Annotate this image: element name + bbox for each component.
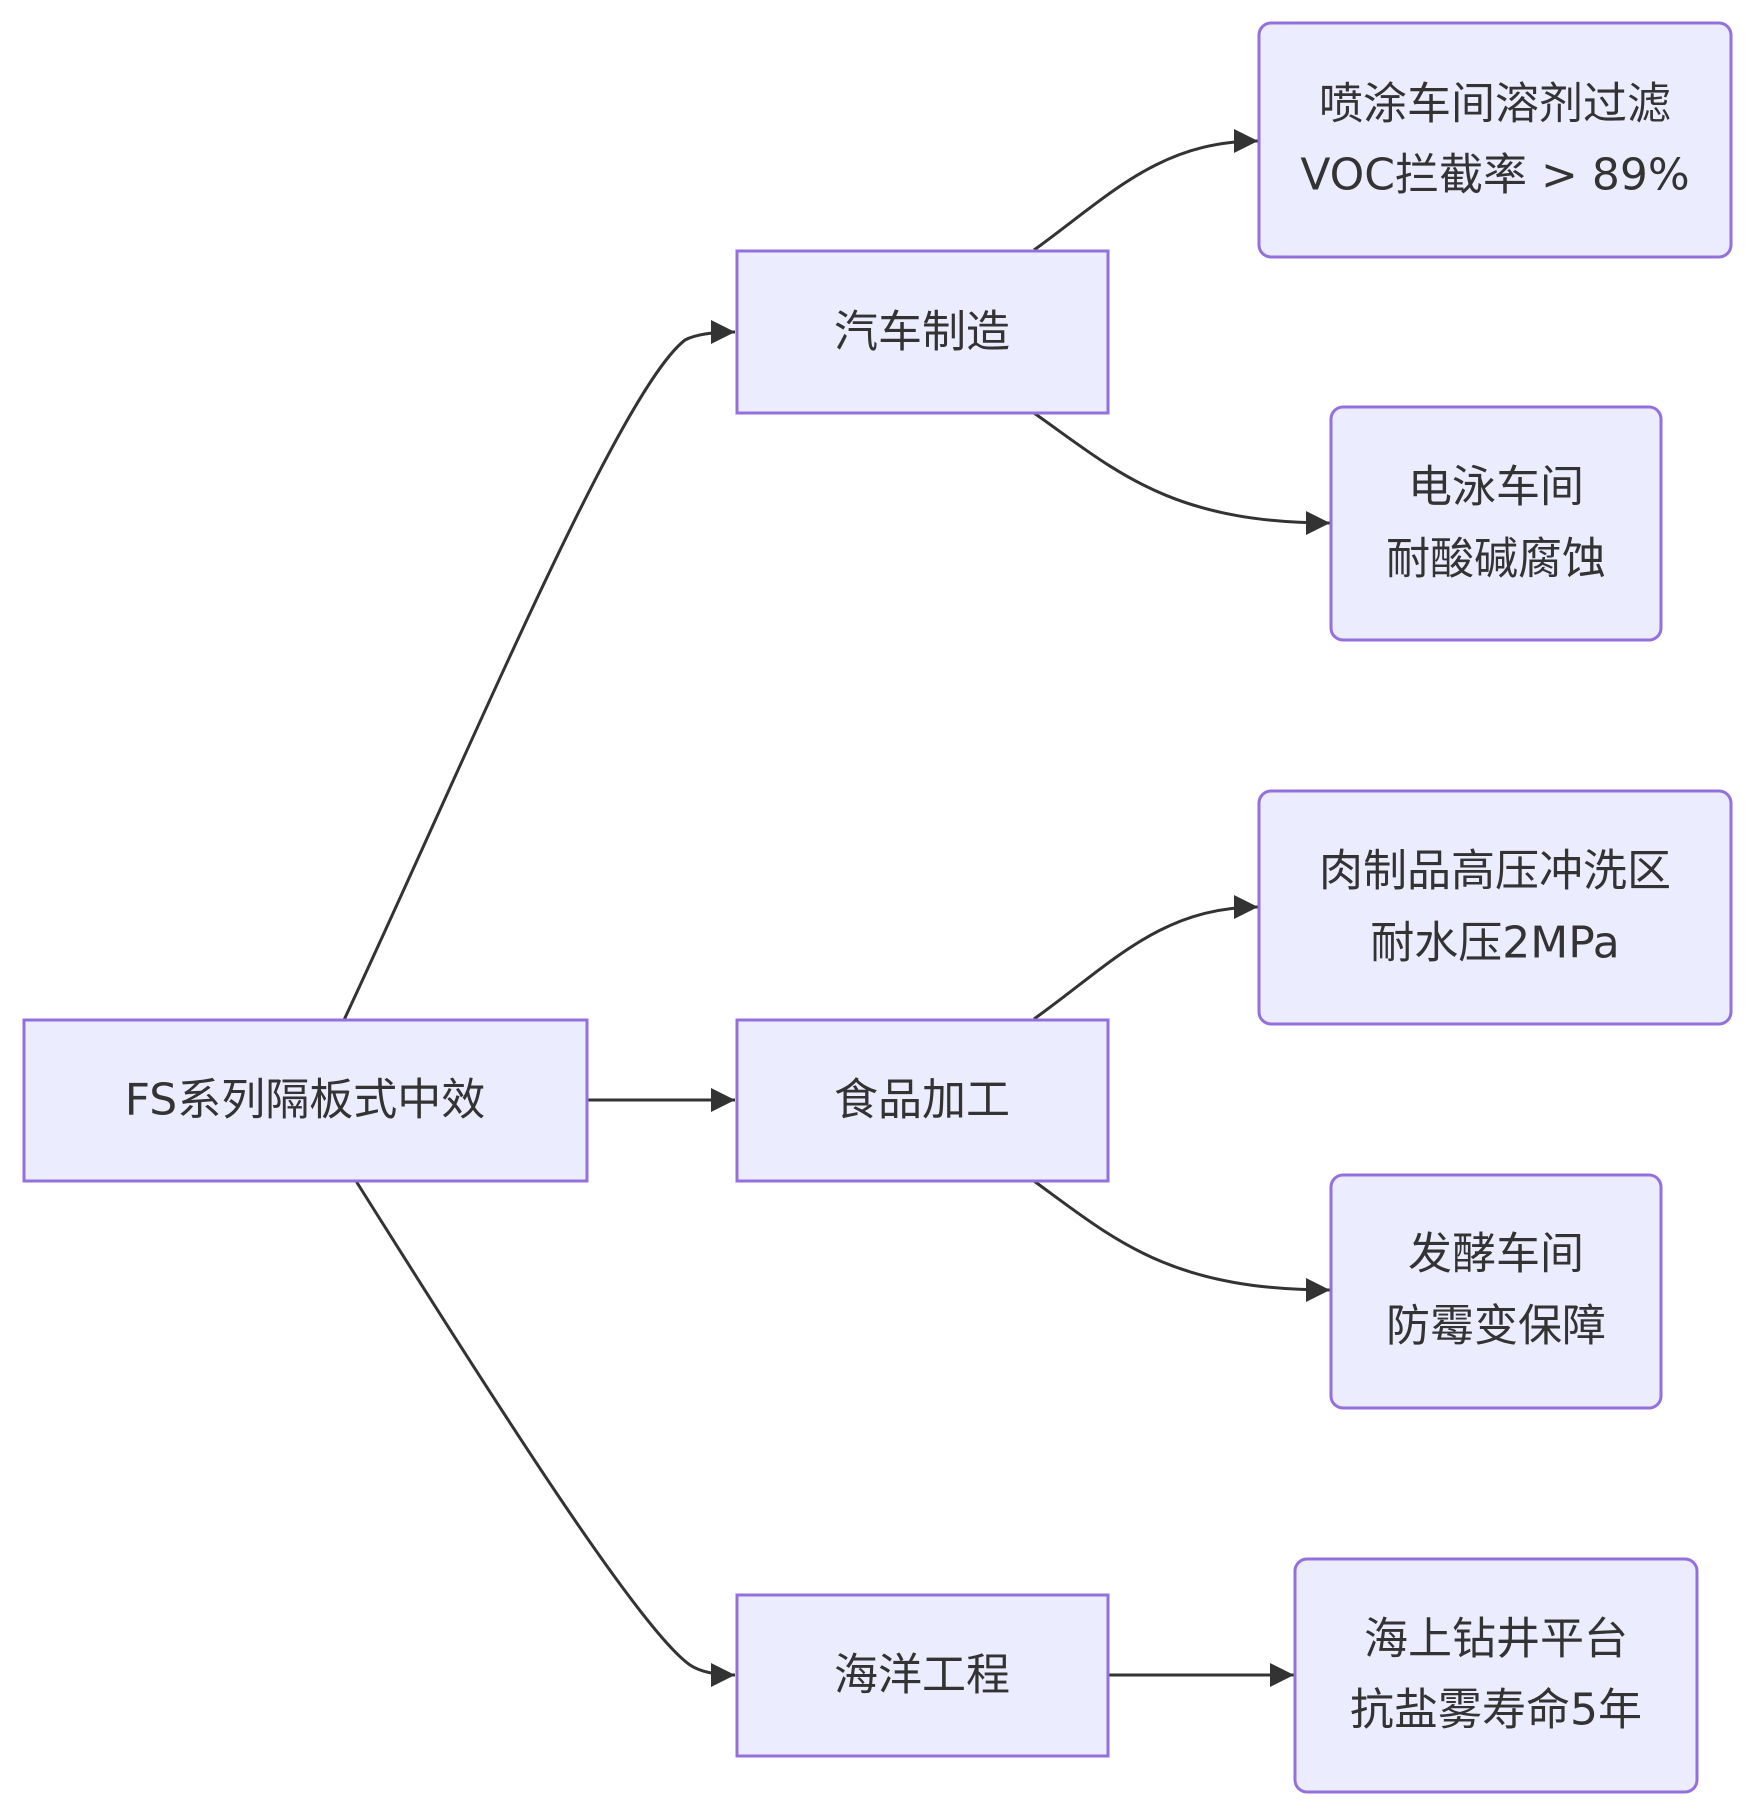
node-ferment[interactable]: 发酵车间 防霉变保障 xyxy=(1329,1173,1663,1410)
node-auto-label: 汽车制造 xyxy=(834,307,1010,358)
edge-root-to-marine xyxy=(354,1180,736,1687)
edges xyxy=(342,129,1331,1687)
node-meat-line-2: 耐水压2MPa xyxy=(1370,918,1619,969)
node-marine[interactable]: 海洋工程 xyxy=(735,1593,1110,1758)
edge-food-to-meat xyxy=(1033,895,1259,1021)
node-root-label: FS系列隔板式中效 xyxy=(125,1075,485,1126)
node-ferment-line-1: 发酵车间 xyxy=(1408,1229,1584,1280)
node-offshore[interactable]: 海上钻井平台 抗盐雾寿命5年 xyxy=(1293,1557,1699,1794)
node-electro-line-2: 耐酸碱腐蚀 xyxy=(1386,534,1606,585)
node-meat[interactable]: 肉制品高压冲洗区 耐水压2MPa xyxy=(1257,789,1733,1026)
node-root[interactable]: FS系列隔板式中效 xyxy=(22,1018,589,1183)
node-spray-line-1: 喷涂车间溶剂过滤 xyxy=(1319,79,1671,130)
node-meat-line-1: 肉制品高压冲洗区 xyxy=(1319,846,1671,897)
node-offshore-line-1: 海上钻井平台 xyxy=(1364,1614,1628,1665)
node-electro-line-1: 电泳车间 xyxy=(1408,462,1584,513)
node-food-label: 食品加工 xyxy=(834,1075,1010,1126)
edge-auto-to-spray xyxy=(1033,129,1259,252)
node-electro[interactable]: 电泳车间 耐酸碱腐蚀 xyxy=(1329,405,1663,642)
node-spray-line-2: VOC拦截率 > 89% xyxy=(1300,150,1689,201)
edge-root-to-auto xyxy=(342,320,736,1021)
node-food[interactable]: 食品加工 xyxy=(735,1018,1110,1183)
edge-auto-to-electro xyxy=(1033,411,1331,535)
node-ferment-line-2: 防霉变保障 xyxy=(1386,1301,1606,1352)
node-offshore-line-2: 抗盐雾寿命5年 xyxy=(1350,1685,1642,1736)
edge-food-to-ferment xyxy=(1033,1179,1331,1302)
node-auto[interactable]: 汽车制造 xyxy=(735,249,1110,415)
node-marine-label: 海洋工程 xyxy=(834,1650,1010,1701)
node-spray[interactable]: 喷涂车间溶剂过滤 VOC拦截率 > 89% xyxy=(1257,21,1733,259)
